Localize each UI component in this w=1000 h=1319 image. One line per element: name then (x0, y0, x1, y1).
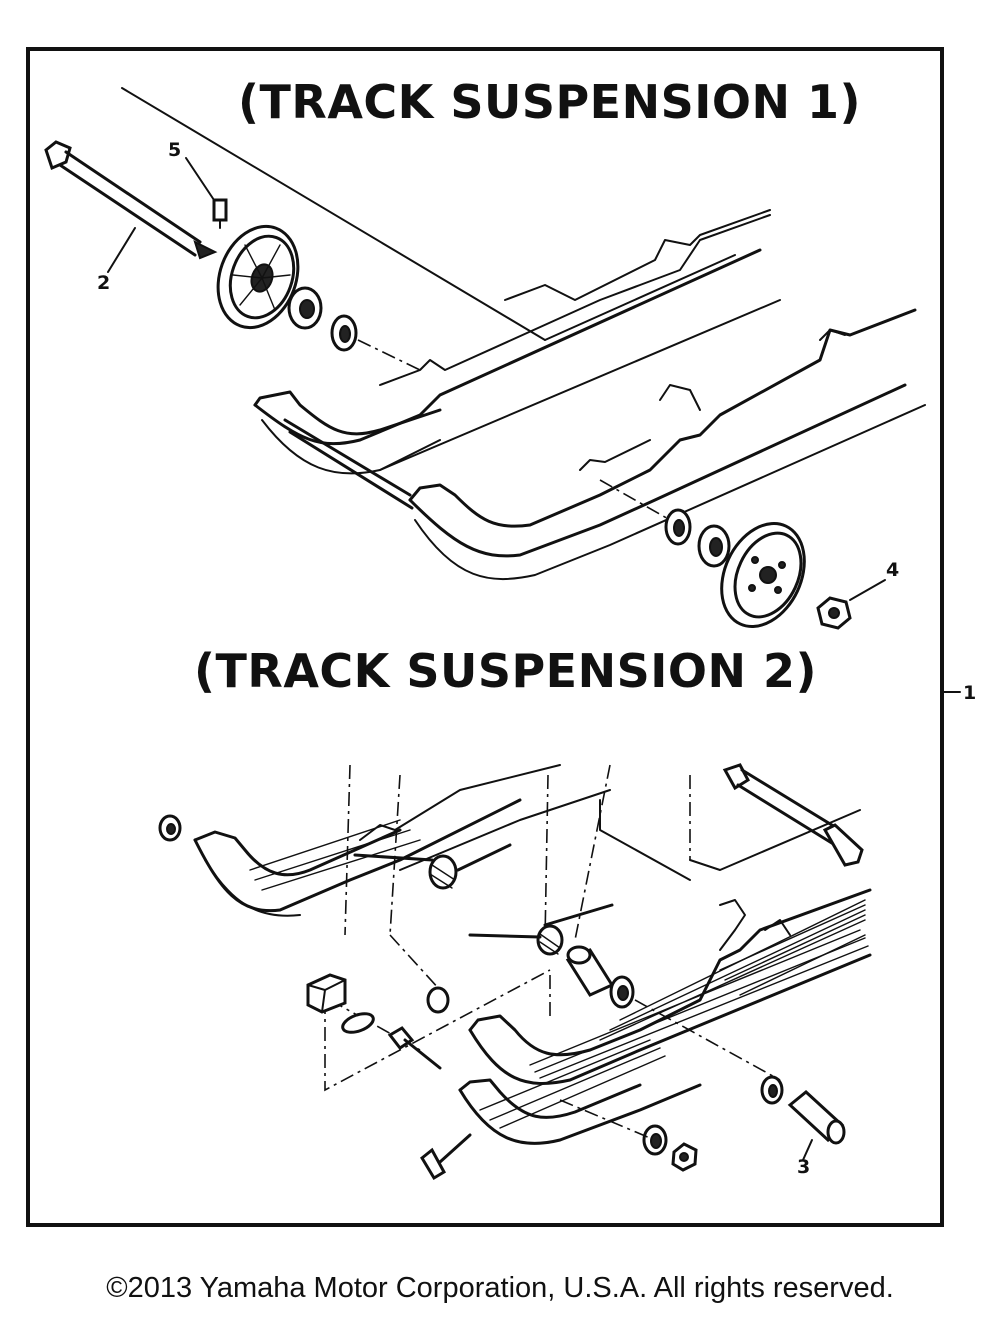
sleeve (565, 945, 615, 997)
rail-bolt (420, 1133, 472, 1181)
leader-line-3 (802, 1139, 813, 1161)
collar-right (664, 508, 692, 546)
slider-block (306, 973, 347, 1014)
title-track-suspension-2: (TRACK SUSPENSION 2) (194, 644, 817, 698)
callout-3: 3 (797, 1156, 810, 1178)
title-track-suspension-1: (TRACK SUSPENSION 1) (238, 75, 861, 129)
callout-5: 5 (168, 139, 181, 161)
parts-diagram: (TRACK SUSPENSION 1) (TRACK SUSPENSION 2… (26, 47, 976, 1227)
washer-bottom (642, 1124, 668, 1156)
diagram-frame (26, 47, 944, 1227)
callout-4: 4 (886, 559, 899, 581)
copyright-notice: ©2013 Yamaha Motor Corporation, U.S.A. A… (106, 1272, 894, 1304)
small-bolt (212, 198, 228, 229)
suspension-2-assembly (158, 763, 872, 1181)
spring-upper (353, 843, 512, 890)
collar-left (330, 314, 358, 352)
callout-1: 1 (963, 682, 976, 704)
axle-bolt (44, 140, 218, 260)
clip (341, 1012, 375, 1034)
rear-shaft (722, 763, 864, 867)
callout-2: 2 (97, 272, 110, 294)
washer-left (158, 814, 182, 842)
idler-wheel-right (720, 521, 806, 629)
nut-bottom (671, 1142, 698, 1172)
pin (387, 1026, 442, 1070)
pin-shaft (787, 1090, 846, 1145)
leader-line-5 (185, 157, 215, 201)
washer-rear (760, 1075, 784, 1105)
washer-center (609, 975, 635, 1009)
suspension-1-assembly (44, 87, 926, 630)
collar-center (426, 986, 450, 1014)
idler-wheel-left (216, 224, 300, 330)
bearing-left (287, 286, 323, 330)
leader-line-2 (107, 227, 136, 273)
leader-line-4 (849, 579, 886, 601)
bearing-right (697, 524, 731, 568)
lock-nut (816, 596, 852, 630)
spring-lower (468, 903, 614, 956)
